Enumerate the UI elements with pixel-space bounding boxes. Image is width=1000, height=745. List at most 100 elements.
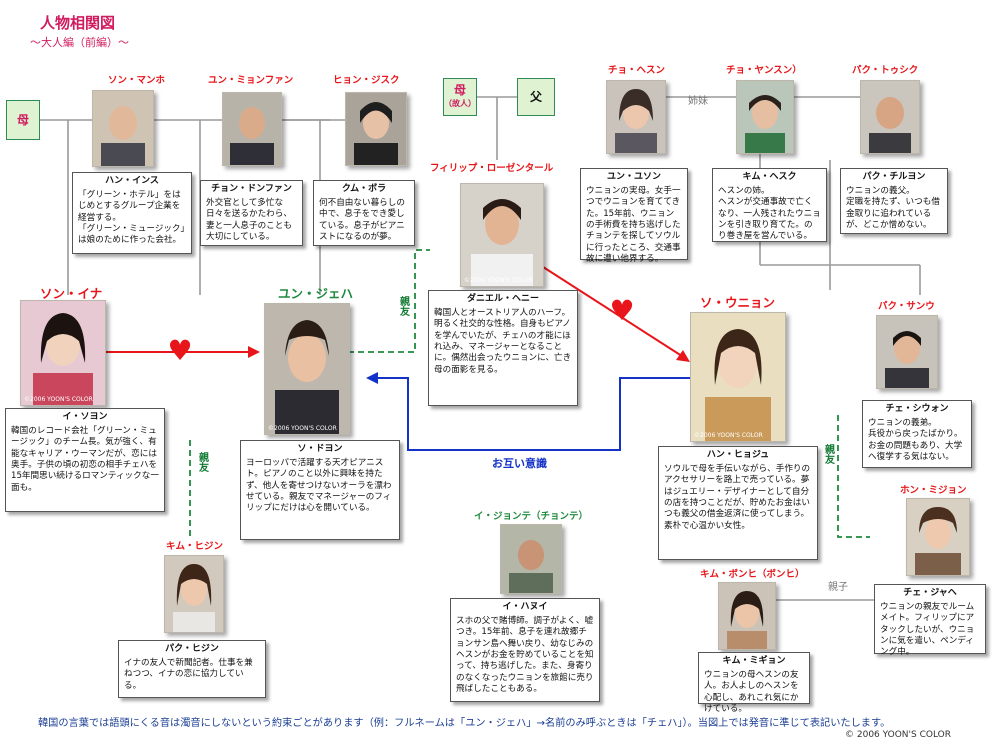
photo-cho-yansun [736,80,794,154]
role-son-manho: ソン・マンホ [108,75,166,86]
page-title: 人物相関図 [40,14,116,32]
relation-parent-child: 親子 [828,582,848,593]
actor-name: チェ・シウォン [885,404,949,414]
father-label: 父 [529,90,542,104]
description-text: ウニョンの義父。 定職を持たず、いつも借金取りに追われているが、どこか憎めない。 [846,185,940,230]
photo-hyon-jisuku [345,92,407,166]
relation-friend-jeha-philip: 親友 [397,296,409,316]
actor-name: パク・チルヨン [862,172,926,182]
role-so-unyon: ソ・ウニョン [700,295,776,310]
page-subtitle: 〜大人編（前編）〜 [30,36,129,49]
actor-name: イ・ハヌイ [502,602,548,612]
actor-name: ソ・ドヨン [297,444,343,454]
description-text: 外交官として多忙な日々を送るかたわら、妻と一人息子のことも大切にしている。 [206,197,292,242]
photo-yun-minfan [222,92,282,166]
father-box-center: 父 [517,78,555,116]
photo-kim-hijin [164,555,224,633]
actor-name: クム・ボラ [341,184,387,194]
arrowhead-unyon-to-jeha [366,372,378,384]
actor-name: イ・ソヨン [62,412,108,422]
desc-yun-jeha: ソ・ドヨン ヨーロッパで活躍する天才ピアニスト。ピアノのこと以外に興味を持たず、… [240,440,400,540]
role-paku-toshiku: パク・トゥシク [852,65,919,76]
desc-cho-yansun: キム・ヘスク ヘスンの姉。 ヘスンが交通事故で亡くなり、一人残されたウニョンを引… [712,168,827,242]
role-son-ina: ソン・イナ [40,286,103,301]
arrowhead-philip-to-unyon [676,350,690,362]
mother-label: 母 [16,113,29,127]
desc-so-unyon: ハン・ヒョジュ ソウルで母を手伝いながら、手作りのアクセサリーを路上で売っている… [658,446,818,560]
photo-son-manho [92,90,154,167]
relation-friend-ina-hijin: 親友 [196,452,208,472]
arrowhead-ina-to-jeha [248,346,260,358]
actor-name: ダニエル・ヘニー [466,294,539,304]
photo-caption: ©2006 YOON'S COLOR [268,425,337,432]
desc-paku-toshiku: パク・チルヨン ウニョンの義父。 定職を持たず、いつも借金取りに追われているが、… [840,168,948,234]
footer-note: 韓国の言葉では語頭にくる音は濁音にしないという約束ごとがあります（例：フルネーム… [38,718,891,729]
photo-caption: ©2006 YOON'S COLOR [24,396,93,403]
photo-philip: ©2006 YOON'S COLOR [460,183,544,287]
desc-philip: ダニエル・ヘニー 韓国人とオーストリア人のハーフ。明るく社交的な性格。自身もピア… [428,290,578,406]
role-cho-hesun: チョ・ヘスン [608,65,666,76]
actor-name: キム・ミギョン [722,656,786,666]
actor-name: ハン・インス [105,176,159,186]
description-text: ヨーロッパで活躍する天才ピアニスト。ピアノのこと以外に興味を持たず、他人を寄せつ… [246,457,392,514]
relation-mutual: お互い意識 [492,457,547,470]
description-text: 韓国人とオーストリア人のハーフ。明るく社交的な性格。自身もピアノを学んでいたが、… [434,307,572,375]
desc-paku-sanu: チェ・シウォン ウニョンの義弟。 兵役から戻ったばかり。お金の問題もあり、大学へ… [862,400,972,468]
desc-son-ina: イ・ソヨン 韓国のレコード会社「グリーン・ミュージック」のチーム長。気が強く、有… [5,408,165,512]
description-text: ヘスンの姉。 ヘスンが交通事故で亡くなり、一人残されたウニョンを引き取り育てた。… [718,185,821,242]
actor-name: ハン・ヒョジュ [706,450,770,460]
photo-cho-hesun [606,80,666,154]
role-cho-yansun: チョ・ヤンスン） [726,65,802,76]
description-text: イナの友人で新聞記者。仕事を兼ねつつ、イナの恋に協力している。 [124,657,253,691]
description-text: 「グリーン・ホテル」をはじめとするグループ企業を経営する。 「グリーン・ミュージ… [78,189,185,246]
role-hyon-jisuku: ヒョン・ジスク [333,75,400,86]
mother-box-center: 母 （故人） [443,78,477,116]
description-text: ウニョンの親友でルームメイト。フィリップにアタックしたいが、ウニョンに気を遣い、… [880,601,975,658]
description-text: ソウルで母を手伝いながら、手作りのアクセサリーを路上で売っている。夢はジュエリー… [664,463,811,531]
heart-philip-unyon: ♥ [609,294,634,327]
photo-caption: ©2006 YOON'S COLOR [694,432,763,439]
description-text: ウニョンの義弟。 兵役から戻ったばかり。お金の問題もあり、大学へ復学する気はない… [868,417,963,462]
description-text: 韓国のレコード会社「グリーン・ミュージック」のチーム長。気が強く、有能なキャリア… [11,425,159,493]
role-philip: フィリップ・ローゼンタール [430,163,554,174]
photo-caption: ©2006 YOON'S COLOR [464,277,533,284]
actor-name: ユン・ユソン [606,172,661,182]
role-yun-minfan: ユン・ミョンファン [208,75,294,86]
role-paku-sanu: パク・サンウ [878,301,935,312]
description-text: 何不自由ない暮らしの中で、息子をでき愛している。息子がピアニストになるのが夢。 [319,197,405,242]
role-kim-hijin: キム・ヒジン [166,541,224,552]
desc-son-manho: ハン・インス 「グリーン・ホテル」をはじめとするグループ企業を経営する。 「グリ… [72,172,192,254]
heart-ina-jeha: ♥ [167,334,192,367]
photo-i-jonte [500,524,562,594]
photo-so-unyon: ©2006 YOON'S COLOR [690,312,786,442]
role-hon-mijion: ホン・ミジョン [900,485,967,496]
relation-friend-unyon-mijion: 親友 [822,444,834,464]
line-friend-jeha-philip [348,249,430,353]
description-text: スホの父で賭博師。調子がよく、嘘つき。15年前、息子を連れ故郷チョンサン島へ舞い… [456,615,594,694]
desc-cho-hesun: ユン・ユソン ウニョンの実母。女手一つでウニョンを育ててきた。15年前、ウニョン… [580,168,688,264]
desc-kim-hijin: パク・ヒジン イナの友人で新聞記者。仕事を兼ねつつ、イナの恋に協力している。 [118,640,266,698]
actor-name: パク・ヒジン [165,644,219,654]
photo-paku-toshiku [860,80,920,154]
mother-box-left: 母 [6,100,40,140]
actor-name: キム・ヘスク [742,172,797,182]
actor-name: チェ・ジャヘ [903,588,957,598]
desc-hyon-jisuku: クム・ボラ 何不自由ない暮らしの中で、息子をでき愛している。息子がピアニストにな… [313,180,415,246]
role-i-jonte: イ・ジョンテ（チョンテ） [474,511,589,522]
photo-kim-bonhi [718,582,776,650]
role-kim-bonhi: キム・ボンヒ（ボンヒ） [700,569,805,580]
actor-name: チョン・ドンファン [211,184,292,194]
description-text: ウニョンの実母。女手一つでウニョンを育ててきた。15年前、ウニョンの手術費を持ち… [586,185,681,264]
relation-sisters: 姉妹 [688,96,708,107]
desc-i-jonte: イ・ハヌイ スホの父で賭博師。調子がよく、嘘つき。15年前、息子を連れ故郷チョン… [450,598,600,702]
desc-hon-mijion: チェ・ジャヘ ウニョンの親友でルームメイト。フィリップにアタックしたいが、ウニョ… [874,584,986,657]
photo-son-ina: ©2006 YOON'S COLOR [20,300,106,406]
desc-yun-minfan: チョン・ドンファン 外交官として多忙な日々を送るかたわら、妻と一人息子のことも大… [200,180,303,246]
deceased-note: （故人） [444,99,476,108]
description-text: ウニョンの母ヘスンの友人。お人よしのヘスンを心配し、あれこれ気にかけている。 [704,669,799,714]
photo-hon-mijion [906,498,970,576]
photo-yun-jeha: ©2006 YOON'S COLOR [264,303,350,435]
desc-kim-bonhi: キム・ミギョン ウニョンの母ヘスンの友人。お人よしのヘスンを心配し、あれこれ気に… [698,652,810,714]
mother-label-center: 母 [453,83,466,97]
copyright: © 2006 YOON'S COLOR [845,730,951,740]
